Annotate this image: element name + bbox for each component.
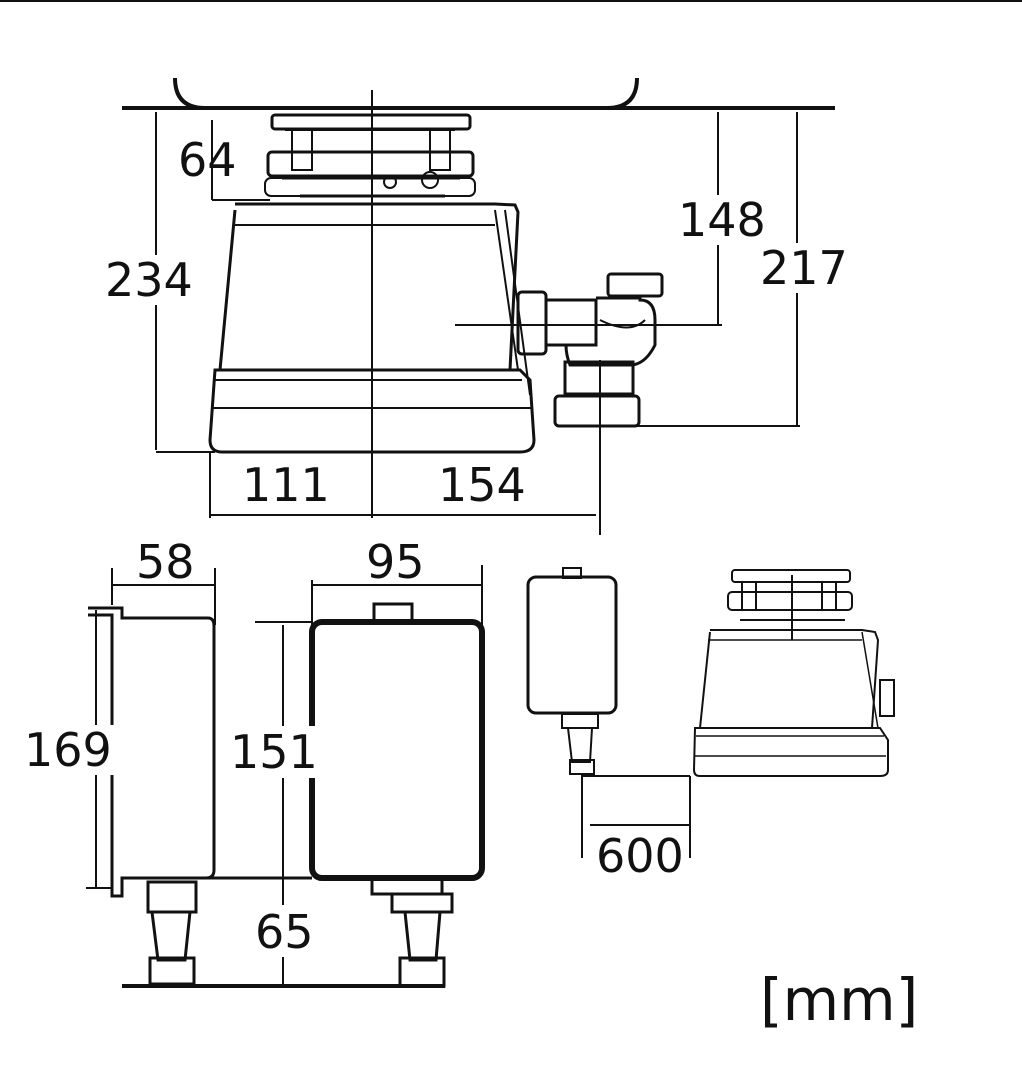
dim-box-width: 95 [366,535,425,589]
dim-connector-length: 65 [255,905,314,959]
control-box-front-view: 95 151 65 [122,535,485,988]
dim-box-depth: 58 [136,535,195,589]
small-assembly-view: 600 [526,567,895,883]
sink-outline [122,77,835,110]
dim-drain-height: 217 [760,241,848,295]
dim-mount-height: 64 [178,133,237,187]
small-disposer [692,569,895,777]
mounting-assembly [264,113,476,198]
dim-right-width: 154 [438,458,526,512]
outlet-pipe [516,272,664,535]
dim-cable-length: 600 [596,829,684,883]
dim-box-height-inner: 151 [230,725,318,779]
dim-total-height: 234 [105,253,193,307]
disposer-side-view: 64 234 148 217 111 154 [100,77,850,535]
dim-box-height-outer: 169 [24,723,112,777]
unit-label: [mm] [760,966,918,1034]
control-box-side-view: 58 169 [20,535,216,986]
dim-left-width: 111 [242,458,330,512]
dim-outlet-height: 148 [678,193,766,247]
motor-housing [208,202,536,454]
